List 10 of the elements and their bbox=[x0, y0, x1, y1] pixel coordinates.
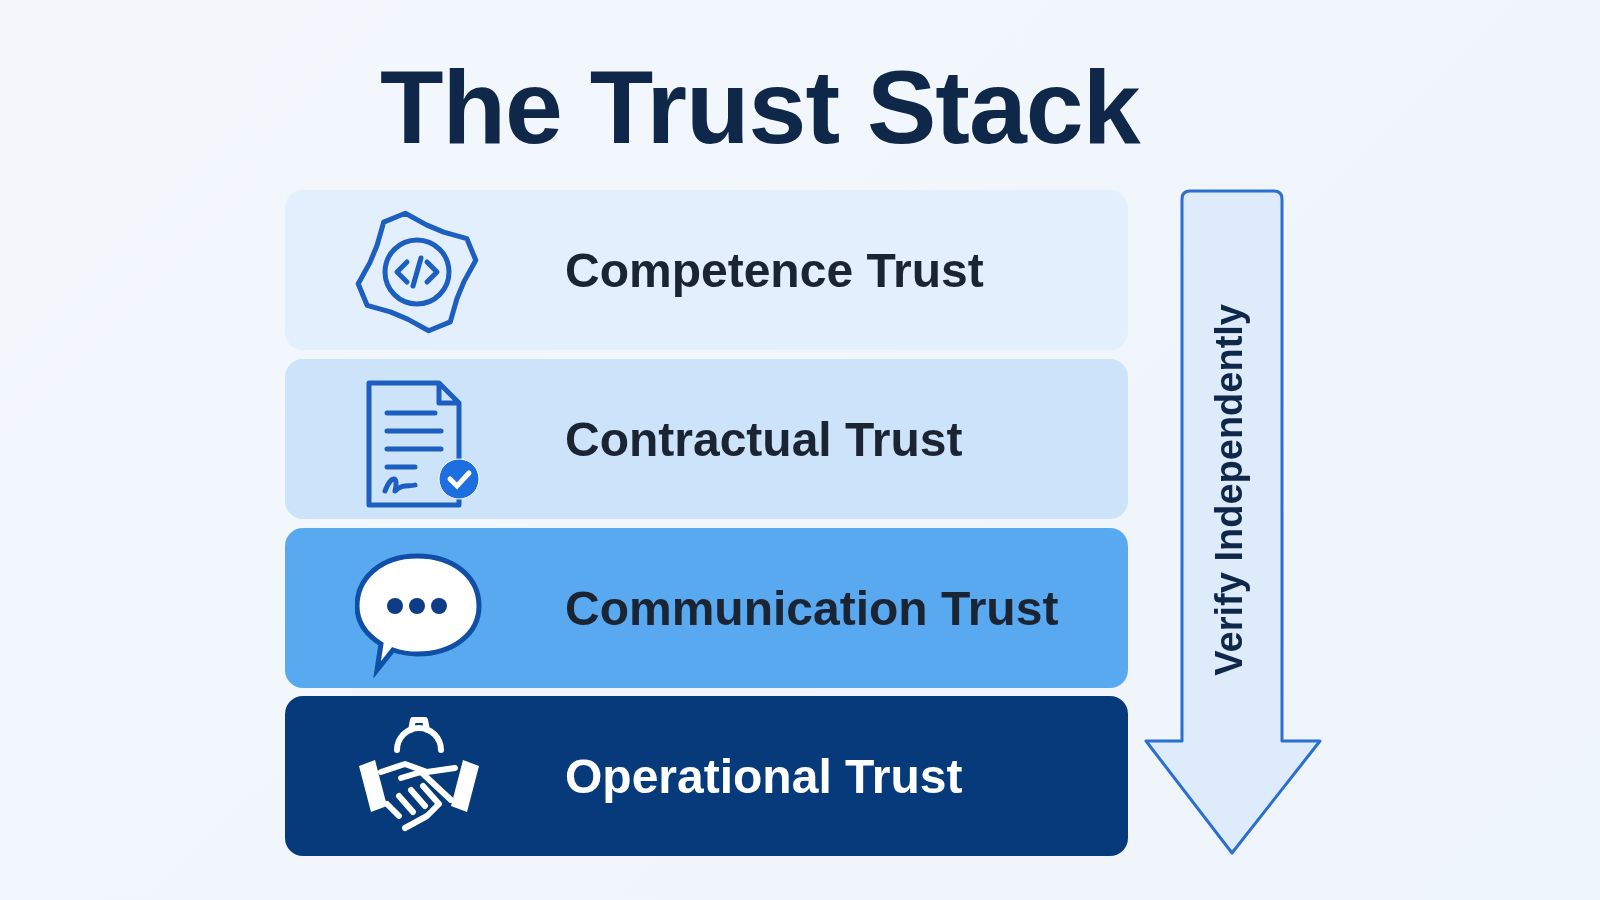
arrow-label: Verify Independently bbox=[1208, 304, 1251, 676]
layer-label: Communication Trust bbox=[565, 580, 1059, 636]
layer-band bbox=[285, 359, 1128, 519]
layer-label: Operational Trust bbox=[565, 748, 963, 804]
title: The Trust Stack bbox=[380, 48, 1140, 167]
layer-band bbox=[285, 696, 1128, 856]
layer-label: Contractual Trust bbox=[565, 411, 963, 467]
layer-band bbox=[285, 528, 1128, 688]
layer-band bbox=[285, 190, 1128, 350]
layer-label: Competence Trust bbox=[565, 242, 984, 298]
